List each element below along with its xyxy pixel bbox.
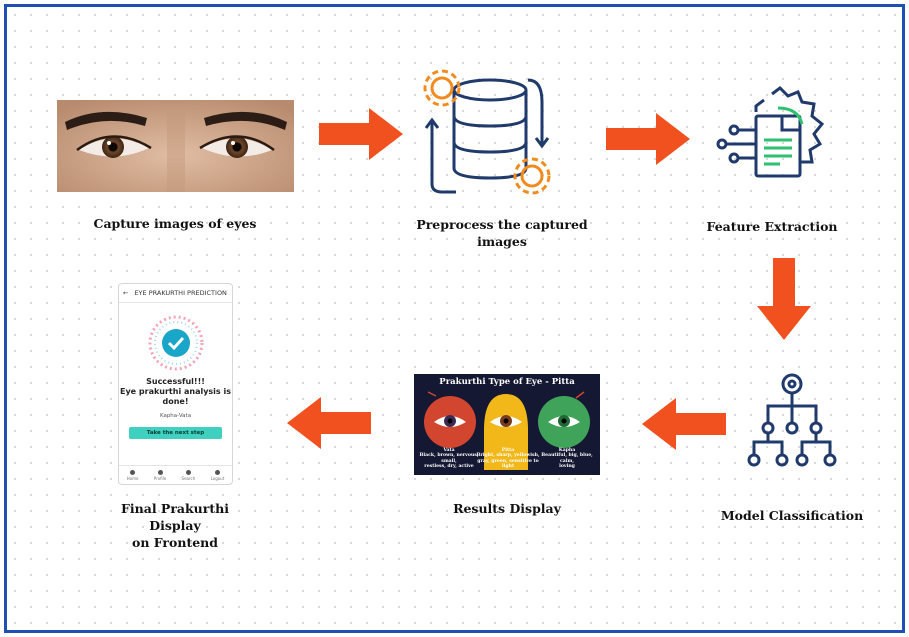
feature-label: Feature Extraction <box>706 219 838 234</box>
phone-msg-line3: done! <box>162 397 189 406</box>
phone-header-title: EYE PRAKURTHI PREDICTION <box>134 289 227 297</box>
nav-profile-label: Profile <box>153 475 167 481</box>
results-image-title: Prakurthi Type of Eye - Pitta <box>439 377 575 387</box>
arrow-down-icon <box>757 258 811 340</box>
eyes-photo <box>57 100 294 192</box>
results-caption-pitta: Pitta Bright, sharp, yellowish, gray, gr… <box>476 448 540 470</box>
search-icon <box>185 469 191 475</box>
final-label: Final Prakurthi Display on Frontend <box>95 500 255 551</box>
model-label: Model Classification <box>720 508 864 523</box>
final-label-line2: on Frontend <box>132 535 218 550</box>
final-label-line1: Final Prakurthi Display <box>121 501 229 533</box>
logout-icon <box>214 469 220 475</box>
success-badge <box>119 315 232 371</box>
results-caption-kapha: Kapha Beautiful, big, blue, calm, loving <box>541 448 593 470</box>
arrow-right-icon <box>319 108 403 160</box>
results-label: Results Display <box>453 501 561 516</box>
check-circle-icon <box>148 315 203 371</box>
nav-logout[interactable]: Logout <box>210 469 225 481</box>
nav-home[interactable]: Home <box>126 469 139 481</box>
nav-search[interactable]: Search <box>181 469 196 481</box>
database-gears-icon <box>412 62 562 206</box>
home-icon <box>130 469 136 475</box>
document-gear-icon <box>706 86 836 202</box>
phone-bottom-nav: Home Profile Search Logout <box>119 465 232 484</box>
next-step-button[interactable]: Take the next step <box>129 427 222 439</box>
preprocess-label-line1: Preprocess the captured <box>416 217 588 232</box>
nav-search-label: Search <box>181 475 196 481</box>
arrow-left-icon <box>642 398 726 450</box>
nav-home-label: Home <box>126 475 139 481</box>
results-caption-vata: Vata Black, brown, nervous, small, restl… <box>419 448 479 470</box>
preprocess-label: Preprocess the captured images <box>402 216 602 250</box>
phone-msg-line2: Eye prakurthi analysis is <box>120 387 231 396</box>
arrow-left-icon <box>287 397 371 449</box>
phone-mockup: ← EYE PRAKURTHI PREDICTION Successful!!!… <box>118 283 233 485</box>
arrow-right-icon <box>606 113 690 165</box>
preprocess-label-line2: images <box>477 234 527 249</box>
results-image: Prakurthi Type of Eye - Pitta Vata Black… <box>414 374 600 475</box>
phone-msg-line1: Successful!!! <box>146 377 205 386</box>
phone-result: Kapha-Vata <box>159 413 192 419</box>
profile-icon <box>157 469 163 475</box>
capture-label: Capture images of eyes <box>93 216 257 231</box>
phone-header: ← EYE PRAKURTHI PREDICTION <box>119 284 232 303</box>
phone-success-message: Successful!!! Eye prakurthi analysis is … <box>119 377 232 407</box>
nav-logout-label: Logout <box>210 475 225 481</box>
back-arrow-icon[interactable]: ← <box>123 289 129 297</box>
nav-profile[interactable]: Profile <box>153 469 167 481</box>
hierarchy-tree-icon <box>742 372 842 476</box>
